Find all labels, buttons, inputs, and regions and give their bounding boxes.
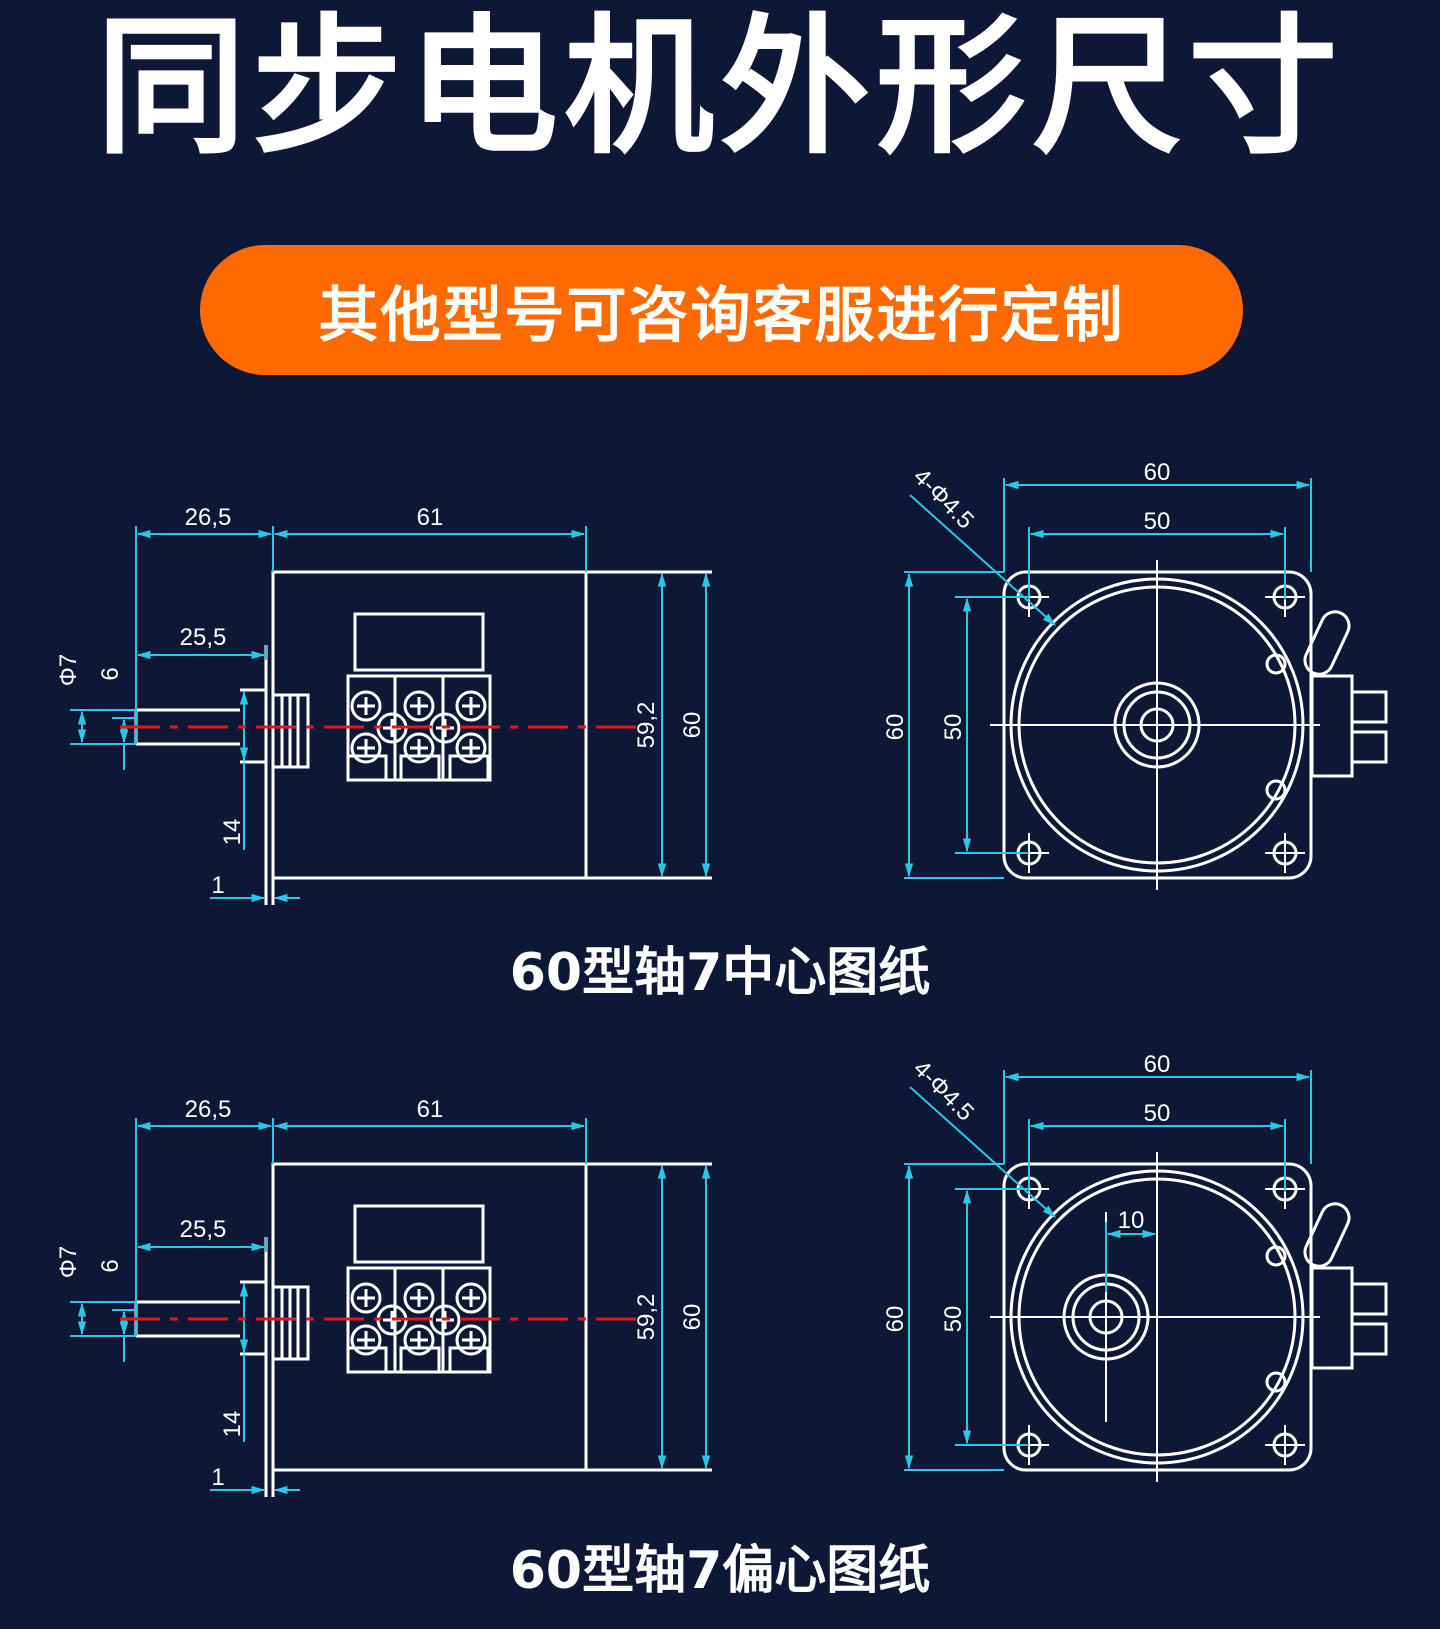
dim-6: 6	[97, 1259, 124, 1272]
dim-hole-spacing-v-50: 50	[940, 714, 967, 741]
dim-25-5: 25,5	[180, 624, 227, 651]
dim-height-60: 60	[882, 714, 909, 741]
caption-eccentric-shaft: 60型轴7偏心图纸	[509, 1541, 931, 1601]
custom-order-banner[interactable]: 其他型号可咨询客服进行定制	[200, 245, 1243, 375]
dim-60-height: 60	[679, 712, 706, 739]
dim-14: 14	[219, 819, 246, 846]
side-view-eccentric: 26,5 61 25,5 Φ7 6 14 1 59,2 60	[55, 1096, 714, 1499]
banner-text: 其他型号可咨询客服进行定制	[318, 280, 1125, 351]
dim-width-60: 60	[1144, 459, 1171, 486]
side-view-center: 26,5 61 25,5 Φ7 6 14 1 59,2 60	[55, 504, 714, 907]
dim-1: 1	[211, 1464, 224, 1491]
dim-6: 6	[97, 667, 124, 680]
dim-14: 14	[219, 1411, 246, 1438]
dim-width-60: 60	[1144, 1051, 1171, 1078]
dim-26-5: 26,5	[185, 504, 232, 531]
dim-25-5: 25,5	[180, 1216, 227, 1243]
dim-59-2: 59,2	[633, 1294, 660, 1341]
dim-height-60: 60	[882, 1306, 909, 1333]
front-view-eccentric: 10 4-Φ4.5 60 50 60 50	[882, 1051, 1388, 1482]
front-view-center: 4-Φ4.5 60 50 60 50	[882, 459, 1388, 890]
caption-center-shaft: 60型轴7中心图纸	[509, 943, 931, 1003]
dim-phi7: Φ7	[55, 654, 82, 687]
dim-60-height: 60	[679, 1304, 706, 1331]
dim-offset-10: 10	[1118, 1207, 1145, 1234]
dim-1: 1	[211, 872, 224, 899]
dim-hole-spacing-50: 50	[1144, 1100, 1171, 1127]
dim-26-5: 26,5	[185, 1096, 232, 1123]
dim-phi7: Φ7	[55, 1246, 82, 1279]
page-title: 同步电机外形尺寸	[95, 1, 1344, 175]
dim-61: 61	[417, 504, 444, 531]
dim-hole-spacing-v-50: 50	[940, 1306, 967, 1333]
dim-61: 61	[417, 1096, 444, 1123]
dim-hole-spacing-50: 50	[1144, 508, 1171, 535]
dim-59-2: 59,2	[633, 702, 660, 749]
